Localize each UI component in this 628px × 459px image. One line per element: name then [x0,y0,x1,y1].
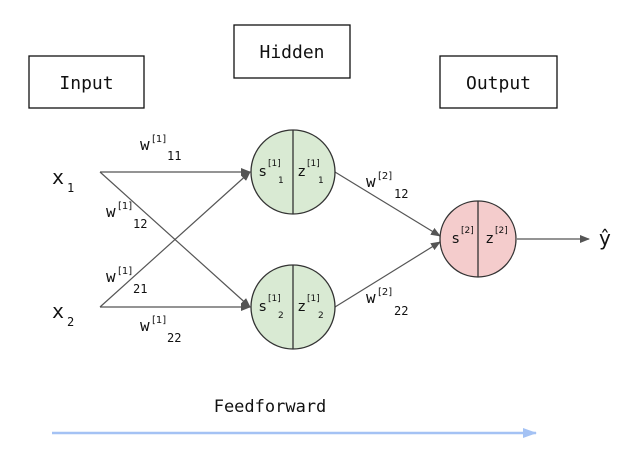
svg-text:z: z [298,299,305,315]
svg-text:w: w [106,267,116,286]
weight-w11: w [1] 11 [140,134,181,163]
output-y-hat: ŷ [599,226,611,250]
svg-text:[1]: [1] [152,134,166,145]
svg-text:w: w [106,202,116,221]
svg-text:[1]: [1] [118,266,132,277]
hidden-layer-label: Hidden [259,42,324,63]
svg-text:[1]: [1] [307,294,320,304]
hidden-node-2: s [1] 2 z [1] 2 [250,264,336,350]
weight-w12: w [1] 12 [106,201,147,231]
svg-text:22: 22 [394,304,408,318]
weight-w22: w [1] 22 [140,315,181,345]
svg-text:w: w [140,135,150,154]
input-layer-box: Input [28,55,145,109]
edges [99,168,590,311]
svg-text:1: 1 [318,176,324,186]
svg-text:w: w [140,316,150,335]
input-x1: x 1 [52,165,74,195]
output-layer-box: Output [439,55,558,109]
svg-text:[1]: [1] [152,315,166,326]
input-layer-label: Input [59,73,113,94]
svg-text:s: s [259,164,266,180]
edge-h2-out [334,241,441,308]
edge-x2-h1 [99,171,251,308]
weight-w21: w [1] 21 [106,266,147,296]
svg-text:11: 11 [167,149,181,163]
svg-text:s: s [259,299,266,315]
hidden-layer-box: Hidden [233,24,351,79]
output-node: s [2] z [2] [439,200,517,278]
svg-text:z: z [486,231,493,247]
svg-text:21: 21 [133,282,147,296]
edge-h1-out [334,171,441,237]
weight-w2-22: w [2] 22 [366,287,408,318]
feedforward-label: Feedforward [214,397,327,417]
svg-text:2: 2 [318,311,324,321]
svg-text:12: 12 [133,217,147,231]
svg-text:w: w [366,172,376,191]
svg-text:[2]: [2] [378,171,392,182]
input-x2: x 2 [52,299,74,329]
svg-text:x: x [52,165,64,189]
svg-text:[2]: [2] [495,226,508,236]
svg-text:[1]: [1] [118,201,132,212]
weight-w2-12: w [2] 12 [366,171,408,201]
svg-text:[1]: [1] [268,294,281,304]
svg-text:22: 22 [167,331,181,345]
svg-text:[1]: [1] [307,159,320,169]
svg-text:x: x [52,299,64,323]
svg-text:[1]: [1] [268,159,281,169]
svg-text:12: 12 [394,187,408,201]
svg-text:1: 1 [67,181,74,195]
svg-text:[2]: [2] [461,226,474,236]
svg-text:1: 1 [278,176,284,186]
svg-text:z: z [298,164,305,180]
output-layer-label: Output [466,73,531,94]
svg-text:s: s [452,231,459,247]
svg-text:[2]: [2] [378,287,392,298]
hidden-node-1: s [1] 1 z [1] 1 [250,129,336,215]
svg-text:2: 2 [67,315,74,329]
svg-text:2: 2 [278,311,284,321]
svg-text:w: w [366,288,376,307]
